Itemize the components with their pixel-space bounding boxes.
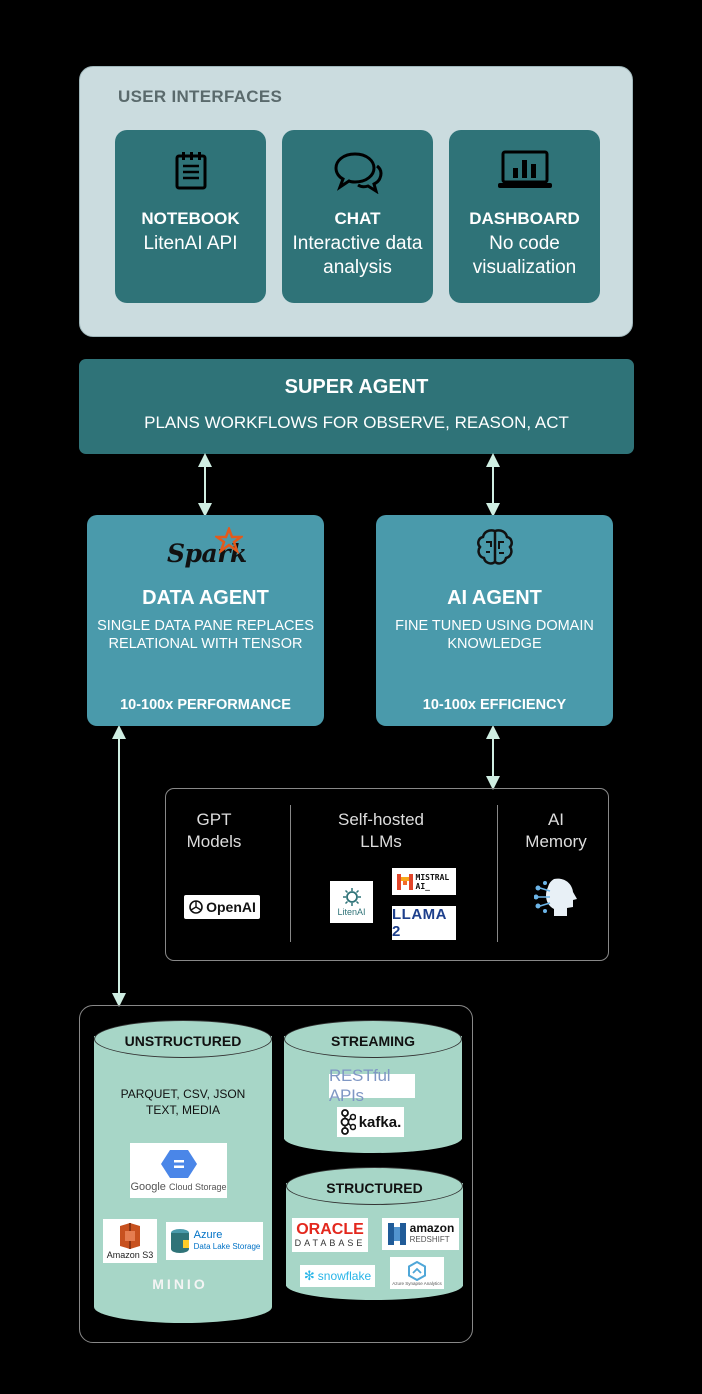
google-cloud-storage-logo: Google Cloud Storage	[130, 1143, 227, 1198]
dashboard-card[interactable]: DASHBOARD No code visualization	[449, 130, 600, 303]
dashboard-title: DASHBOARD	[469, 209, 580, 228]
ai-agent-box[interactable]: AI AGENT FINE TUNED USING DOMAIN KNOWLED…	[376, 515, 613, 726]
notebook-title: NOTEBOOK	[141, 209, 240, 228]
unstructured-title: UNSTRUCTURED	[124, 1033, 242, 1049]
super-agent-box[interactable]: SUPER AGENT PLANS WORKFLOWS FOR OBSERVE,…	[79, 359, 634, 454]
streaming-title: STREAMING	[331, 1033, 415, 1049]
openai-logo: OpenAI	[184, 895, 260, 919]
azure-synapse-logo: Azure Synapse Analytics	[390, 1257, 444, 1289]
chat-card[interactable]: CHAT Interactive data analysis	[282, 130, 433, 303]
data-agent-footer: 10-100x PERFORMANCE	[120, 697, 291, 713]
oracle-logo: ORACLE DATABASE	[292, 1218, 368, 1252]
ai-agent-description: FINE TUNED USING DOMAIN KNOWLEDGE	[395, 618, 594, 652]
notebook-icon	[115, 150, 266, 194]
ai-memory-title: AI Memory	[525, 810, 587, 851]
ai-head-icon	[533, 875, 580, 924]
separator	[497, 805, 498, 942]
mistral-logo: MISTRAL AI_	[392, 868, 456, 895]
llama-logo: LLAMA 2	[392, 906, 456, 940]
structured-title: STRUCTURED	[326, 1180, 423, 1196]
amazon-redshift-logo: amazon REDSHIFT	[382, 1218, 459, 1250]
amazon-s3-logo: Amazon S3	[103, 1219, 157, 1263]
kafka-logo: kafka.	[337, 1107, 404, 1137]
unstructured-formats: PARQUET, CSV, JSON TEXT, MEDIA	[120, 1087, 246, 1117]
notebook-card[interactable]: NOTEBOOK LitenAI API	[115, 130, 266, 303]
super-agent-subtitle: PLANS WORKFLOWS FOR OBSERVE, REASON, ACT	[144, 413, 569, 432]
snowflake-logo: ✻ snowflake	[300, 1265, 375, 1287]
self-hosted-llms-title: Self-hosted LLMs	[338, 810, 424, 851]
ai-agent-title: AI AGENT	[447, 587, 542, 609]
azure-data-lake-logo: Azure Data Lake Storage	[166, 1222, 263, 1260]
litenai-logo: LitenAI	[330, 881, 373, 923]
data-agent-title: DATA AGENT	[142, 587, 269, 609]
chat-subtitle: Interactive data analysis	[292, 233, 423, 278]
data-agent-box[interactable]: Spark DATA AGENT SINGLE DATA PANE REPLAC…	[87, 515, 324, 726]
ai-agent-footer: 10-100x EFFICIENCY	[422, 697, 567, 713]
super-agent-title: SUPER AGENT	[284, 376, 429, 398]
brain-icon	[376, 527, 613, 567]
dashboard-subtitle: No code visualization	[472, 233, 577, 278]
dashboard-icon	[449, 150, 600, 194]
notebook-subtitle: LitenAI API	[143, 233, 238, 254]
restful-apis-logo: RESTful APIs	[329, 1066, 415, 1105]
chat-icon	[282, 150, 433, 194]
models-panel: GPT Models Self-hosted LLMs AI Memory Op…	[165, 788, 609, 961]
spark-logo: Spark	[87, 527, 324, 568]
gpt-models-title: GPT Models	[186, 810, 242, 851]
data-sources-panel	[79, 1005, 473, 1343]
data-agent-description: SINGLE DATA PANE REPLACES RELATIONAL WIT…	[97, 618, 314, 652]
chat-title: CHAT	[334, 209, 381, 228]
separator	[290, 805, 291, 942]
user-interfaces-title: USER INTERFACES	[118, 87, 283, 106]
minio-logo: MINIO	[152, 1276, 208, 1292]
